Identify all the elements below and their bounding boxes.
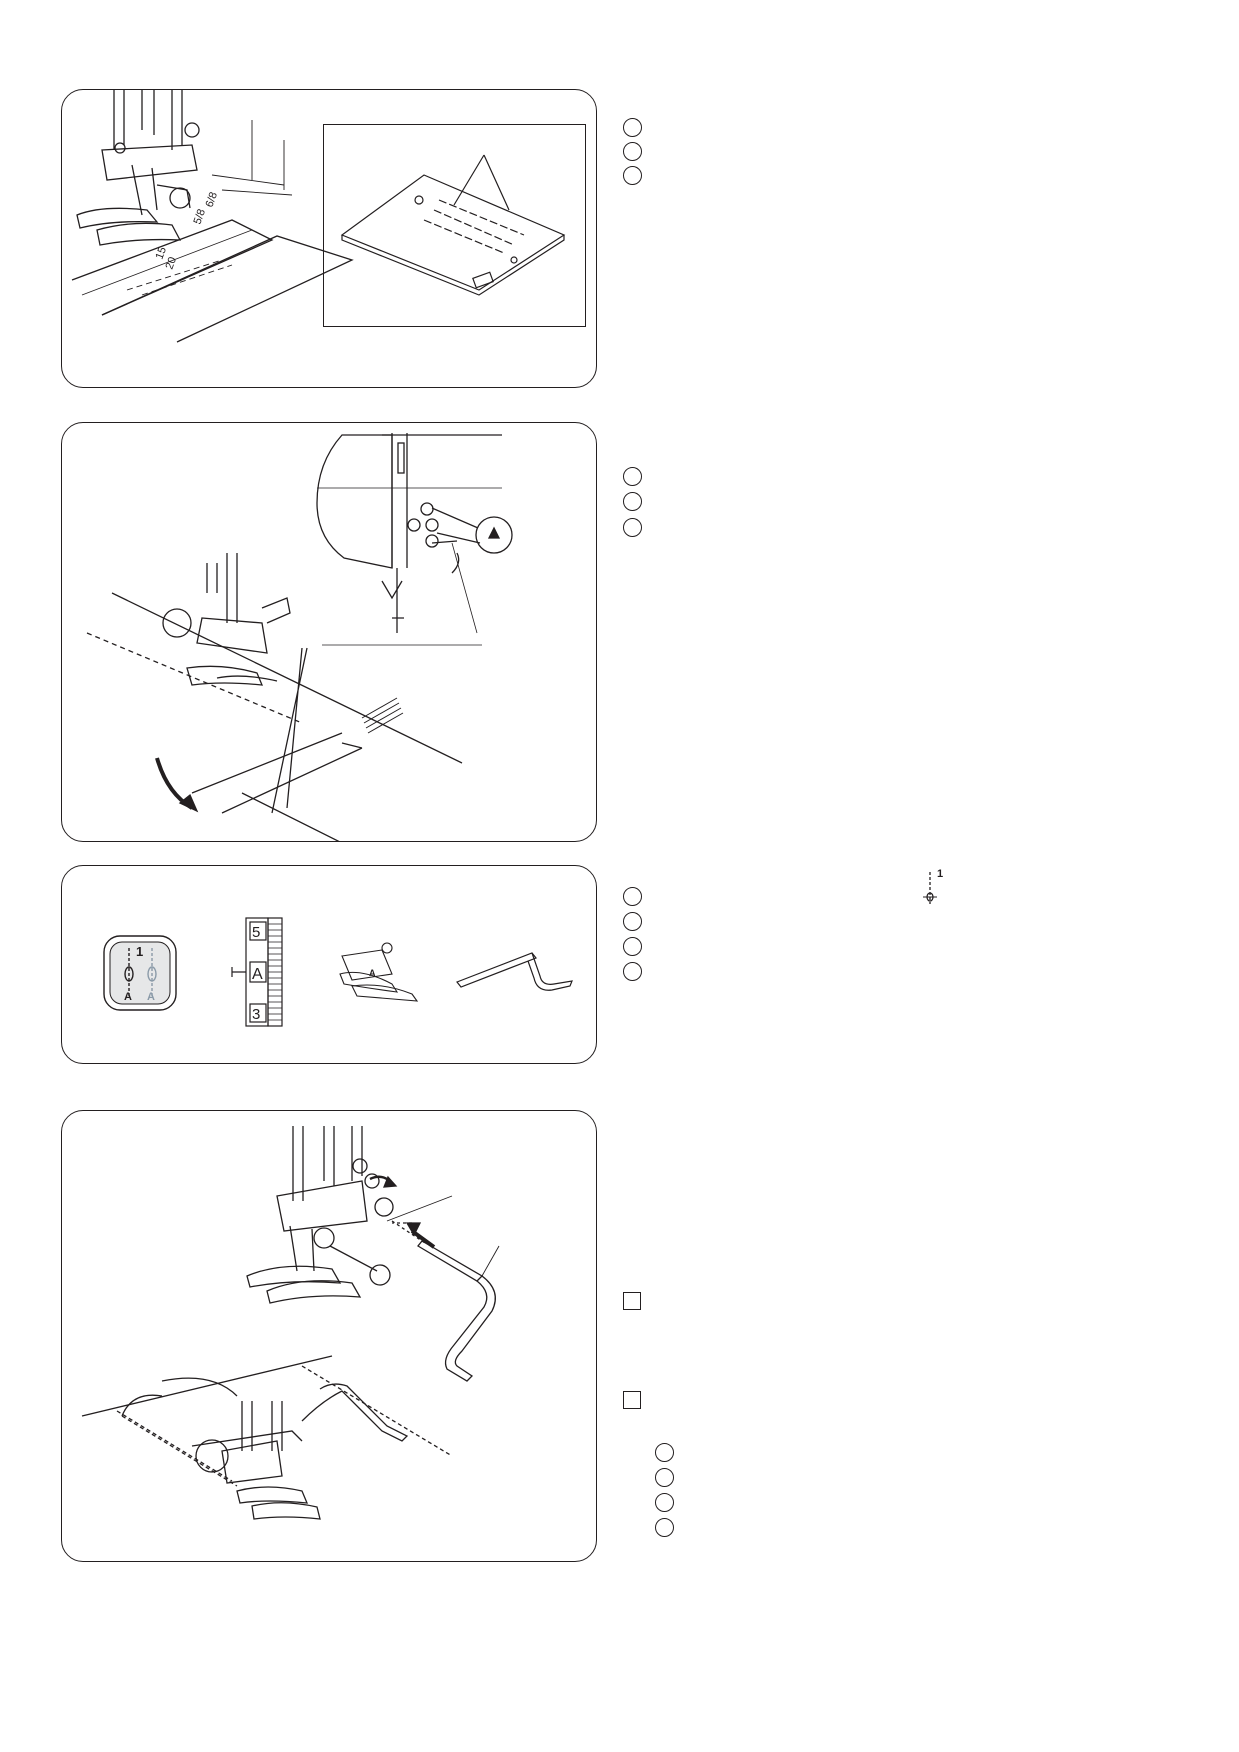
callout-circle-2 <box>623 142 642 161</box>
pivot-panel <box>61 422 597 842</box>
tension-dial <box>231 917 283 1027</box>
plate-mark-2: 6/8 <box>204 191 221 209</box>
guide-bar-illustration <box>81 1126 500 1520</box>
callout-circle-11 <box>655 1443 674 1462</box>
guide-bar <box>456 952 573 991</box>
settings-illustration: 1 A A 5 A 3 A <box>103 917 573 1027</box>
step-box-2 <box>623 1391 641 1409</box>
seam-guide-panel: 5/8 6/8 15 20 <box>61 89 597 388</box>
pivot-illustration <box>86 433 513 841</box>
guide-bar-panel <box>61 1110 597 1562</box>
foot-letter-a: A <box>369 968 376 978</box>
callout-circle-6 <box>623 518 642 537</box>
plate-mark-1: 5/8 <box>192 208 209 226</box>
pattern-letter-a: A <box>124 991 132 1003</box>
callout-circle-12 <box>655 1468 674 1487</box>
callout-circle-10 <box>623 962 642 981</box>
seam-guide-illustration: 5/8 6/8 15 20 <box>71 90 354 343</box>
needle-plate-illustration <box>340 154 566 296</box>
pattern-letter-a-faded: A <box>147 991 155 1003</box>
callout-circle-4 <box>623 467 642 486</box>
callout-circle-5 <box>623 492 642 511</box>
pattern-screen <box>103 935 177 1011</box>
dial-letter-a: A <box>252 966 263 983</box>
callout-circle-8 <box>623 912 642 931</box>
dial-number-3: 3 <box>252 1006 260 1023</box>
plate-mark-4: 20 <box>164 255 179 271</box>
plate-mark-3: 15 <box>154 245 169 261</box>
callout-circle-9 <box>623 937 642 956</box>
pattern-number: 1 <box>136 944 143 959</box>
callout-circle-7 <box>623 887 642 906</box>
presser-foot-a <box>339 942 419 1002</box>
straight-stitch-icon: 1 <box>920 868 950 906</box>
callout-circle-13 <box>655 1493 674 1512</box>
needle-plate-inset <box>323 124 586 327</box>
dial-number-5: 5 <box>252 924 260 941</box>
stitch-icon-number: 1 <box>937 868 944 880</box>
callout-circle-3 <box>623 166 642 185</box>
callout-circle-1 <box>623 118 642 137</box>
settings-panel: 1 A A 5 A 3 A <box>61 865 597 1064</box>
callout-circle-14 <box>655 1518 674 1537</box>
step-box-1 <box>623 1292 641 1310</box>
